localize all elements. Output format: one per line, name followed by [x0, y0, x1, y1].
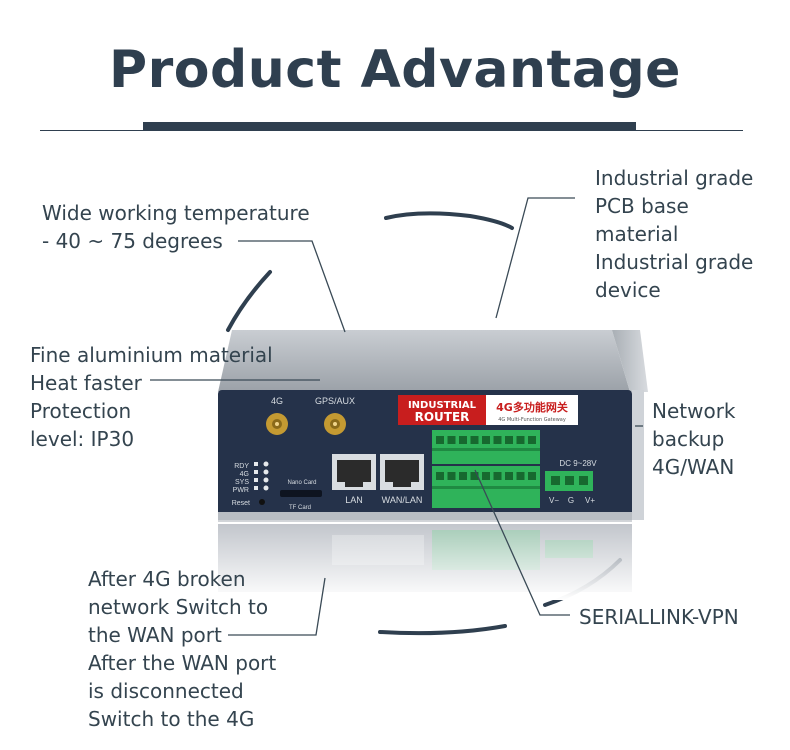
antenna-4g-connector — [266, 413, 288, 435]
feature-temperature: Wide working temperature - 40 ~ 75 degre… — [42, 201, 310, 253]
lan-port — [332, 454, 376, 490]
led-label-rdy: RDY — [234, 463, 249, 470]
title-underline — [40, 130, 743, 131]
wan-lan-port — [380, 454, 424, 490]
status-leds — [254, 461, 269, 491]
terminal-screw — [447, 472, 456, 480]
led-label-pwr: PWR — [233, 487, 249, 494]
led-label-4g: 4G — [240, 471, 249, 478]
nano-card-label: Nano Card — [287, 480, 316, 486]
terminal-block-top — [432, 430, 540, 464]
terminal-screw — [470, 472, 479, 480]
wan-lan-label: WAN/LAN — [382, 495, 423, 505]
terminal-screw — [528, 436, 536, 444]
router-device: 4G GPS/AUX RDY 4G SYS PWR Reset Nano Car… — [218, 330, 648, 522]
led-label-sys: SYS — [235, 479, 249, 486]
badge-line2: ROUTER — [415, 410, 470, 424]
leader-lines — [150, 197, 643, 636]
terminal-screw — [493, 472, 502, 480]
terminal-screw — [482, 436, 490, 444]
terminal-screw — [482, 472, 490, 480]
feature-network-backup: Network backup 4G/WAN — [652, 399, 736, 479]
pin-vplus: V+ — [585, 496, 595, 505]
terminal-screw — [470, 436, 479, 444]
feature-seriallink-vpn: SERIALLINK-VPN — [579, 605, 739, 629]
terminal-screw — [459, 436, 467, 444]
reset-label: Reset — [232, 500, 250, 507]
pin-g: G — [568, 496, 574, 505]
feature-pcb: Industrial grade PCB base material Indus… — [595, 166, 754, 302]
feature-aluminium: Fine aluminium material Heat faster Prot… — [30, 343, 273, 451]
badge-line1: INDUSTRIAL — [408, 400, 477, 411]
terminal-screw — [505, 436, 513, 444]
decorative-arcs — [226, 211, 622, 636]
lan-label: LAN — [345, 495, 363, 505]
badge-sub: 4G Multi-Function Gateway — [498, 417, 566, 423]
terminal-screw — [528, 472, 536, 480]
terminal-screw — [516, 436, 525, 444]
device-reflection — [210, 520, 650, 600]
terminal-screw — [436, 472, 444, 480]
label-4g: 4G — [271, 396, 283, 406]
title-underline-bar — [143, 122, 636, 130]
reset-button — [259, 499, 265, 505]
router-badge: INDUSTRIAL ROUTER 4G多功能网关 4G Multi-Funct… — [398, 395, 578, 425]
badge-cn: 4G多功能网关 — [496, 400, 568, 414]
sim-slot — [280, 490, 322, 497]
terminal-screw — [436, 436, 444, 444]
dc-label: DC 9~28V — [559, 459, 597, 468]
terminal-screw — [505, 472, 513, 480]
terminal-screw — [493, 436, 502, 444]
pin-vminus: V− — [549, 496, 559, 505]
terminal-screw — [447, 436, 456, 444]
page-title: Product Advantage — [109, 40, 681, 100]
feature-failover: After 4G broken network Switch to the WA… — [88, 567, 277, 731]
terminal-screw — [516, 472, 525, 480]
antenna-gps-connector — [324, 413, 346, 435]
terminal-screw — [459, 472, 467, 480]
tf-card-label: TF Card — [289, 505, 311, 511]
label-gps: GPS/AUX — [315, 396, 355, 406]
